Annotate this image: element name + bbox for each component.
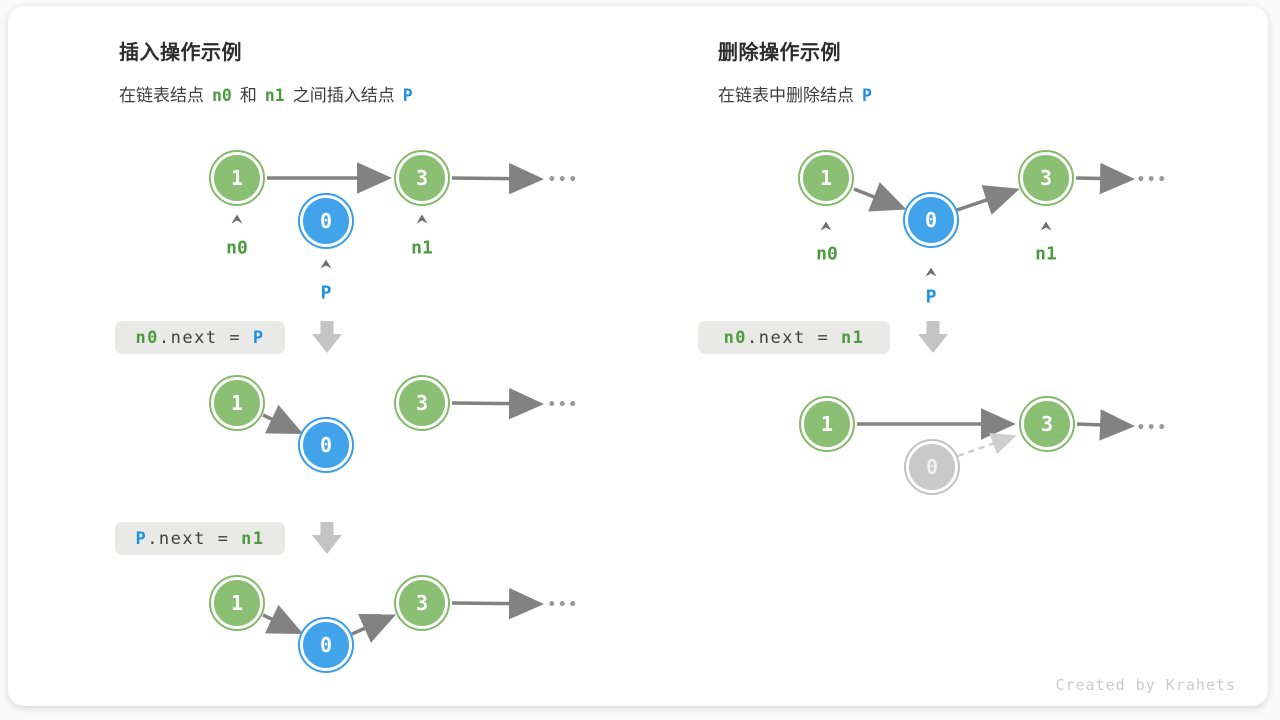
code-token: P <box>252 327 265 348</box>
node-ref-n0: n0 <box>212 86 232 105</box>
subtitle-text: 在链表中删除结点 <box>718 86 854 105</box>
pointer-up-icon <box>1040 221 1052 231</box>
code-text: .next = <box>747 327 841 348</box>
link-arrow <box>956 185 1020 215</box>
code-box-insert-step1: n0.next = P <box>115 321 285 354</box>
list-node-p: 0 <box>298 617 354 673</box>
link-arrow <box>1076 409 1135 441</box>
dashed-removed-link-arrow <box>957 433 1017 458</box>
list-node-p: 0 <box>298 193 354 249</box>
list-node-3: 3 <box>394 150 450 206</box>
link-arrow <box>262 604 304 634</box>
node-ref-n1: n1 <box>264 86 285 105</box>
step-down-arrow-icon <box>918 321 948 353</box>
link-arrow <box>351 614 397 643</box>
code-text: .next = <box>158 327 253 348</box>
ellipsis: ••• <box>547 172 579 188</box>
link-arrow <box>262 404 304 434</box>
pointer-up-icon <box>320 259 332 269</box>
code-token: n1 <box>840 327 865 348</box>
delete-section-subtitle: 在链表中删除结点 P <box>718 81 880 106</box>
ellipsis: ••• <box>547 597 579 613</box>
code-text: .next = <box>147 528 242 549</box>
delete-section-title: 删除操作示例 <box>718 42 841 64</box>
step-down-arrow-icon <box>312 522 342 554</box>
list-node-1: 1 <box>209 375 265 431</box>
node-ref-p: P <box>862 86 872 105</box>
link-arrow <box>451 162 544 195</box>
list-node-1: 1 <box>209 150 265 206</box>
list-node-1: 1 <box>798 150 854 206</box>
step-down-arrow-icon <box>312 321 342 353</box>
link-arrow <box>853 182 907 212</box>
subtitle-text: 和 <box>239 86 257 105</box>
insert-section-title: 插入操作示例 <box>119 42 242 64</box>
subtitle-text: 之间插入结点 <box>292 86 395 105</box>
pointer-up-icon <box>925 267 937 277</box>
list-node-p-removed: 0 <box>904 439 960 495</box>
label-n0: n0 <box>816 243 838 265</box>
credit-text: Created by Krahets <box>1055 676 1236 694</box>
ellipsis: ••• <box>1136 172 1168 188</box>
code-token: n1 <box>241 528 265 549</box>
list-node-1: 1 <box>209 575 265 631</box>
code-token: n0 <box>135 327 159 348</box>
code-token: P <box>135 528 148 549</box>
code-box-delete-step1: n0.next = n1 <box>698 321 890 354</box>
pointer-up-icon <box>231 214 243 224</box>
list-node-p: 0 <box>903 192 959 248</box>
ellipsis: ••• <box>547 397 579 413</box>
list-node-3: 3 <box>394 575 450 631</box>
pointer-up-icon <box>416 214 428 224</box>
ellipsis: ••• <box>1136 420 1168 436</box>
list-node-3: 3 <box>1019 396 1075 452</box>
code-box-insert-step2: P.next = n1 <box>115 522 285 555</box>
insert-section-subtitle: 在链表结点 n0 和 n1 之间插入结点 P <box>119 81 421 106</box>
label-n0: n0 <box>226 237 248 259</box>
link-arrow <box>1075 162 1135 195</box>
label-n1: n1 <box>411 237 433 259</box>
list-node-3: 3 <box>1018 150 1074 206</box>
label-n1: n1 <box>1035 243 1057 265</box>
list-node-1: 1 <box>799 396 855 452</box>
link-arrow <box>451 387 544 420</box>
code-token: n0 <box>723 327 748 348</box>
label-p: P <box>320 282 332 304</box>
link-arrow <box>451 587 544 620</box>
list-node-3: 3 <box>394 375 450 431</box>
node-ref-p: P <box>402 86 413 105</box>
pointer-up-icon <box>820 221 832 231</box>
list-node-p: 0 <box>298 417 354 473</box>
subtitle-text: 在链表结点 <box>119 86 204 105</box>
label-p: P <box>925 286 937 308</box>
